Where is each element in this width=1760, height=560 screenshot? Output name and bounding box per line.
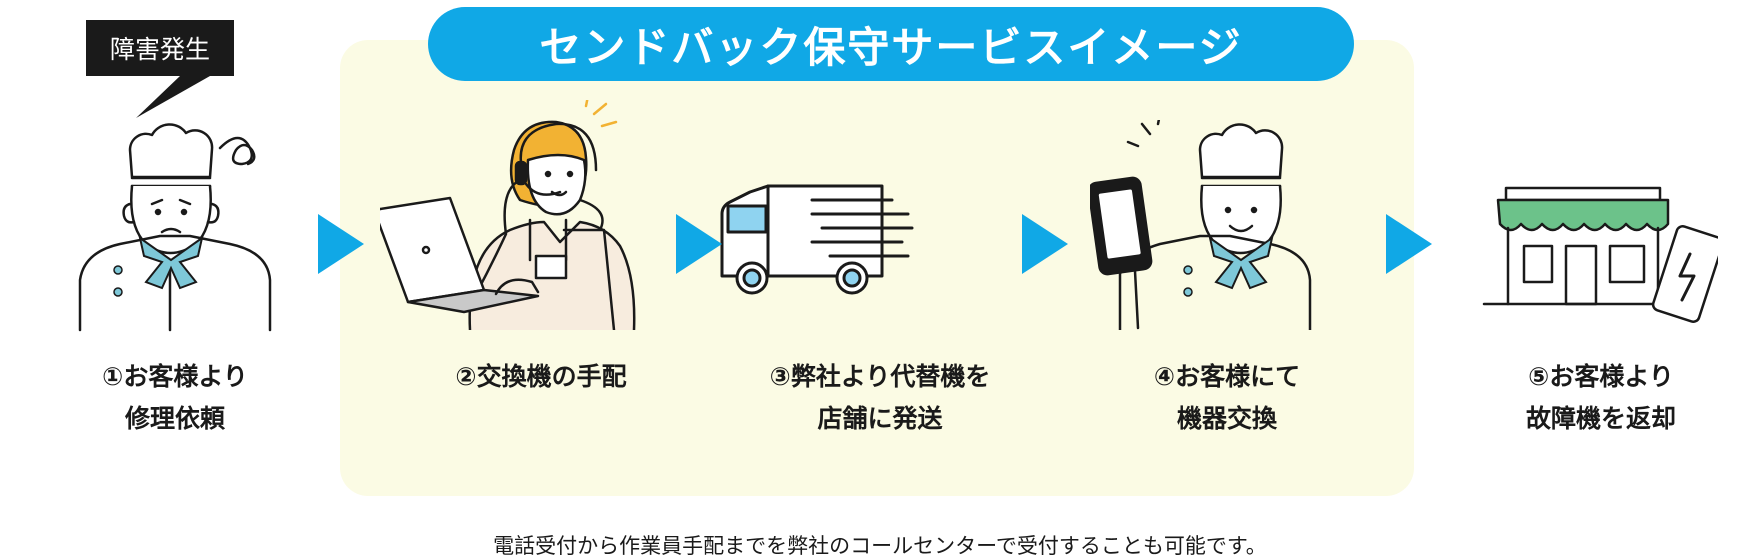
step-label-3: ③弊社より代替機を 店舗に発送 (750, 356, 1010, 440)
step-label-1-line2: 修理依頼 (124, 404, 225, 433)
diagram-title: センドバック保守サービスイメージ (428, 7, 1354, 81)
alert-label: 障害発生 (109, 35, 210, 64)
step-label-4-line2: 機器交換 (1176, 404, 1277, 433)
step-label-2-line1: ②交換機の手配 (455, 362, 627, 391)
step-label-5-line2: 故障機を返却 (1525, 404, 1676, 433)
step-label-3-line1: ③弊社より代替機を (769, 362, 991, 391)
step-label-5: ⑤お客様より 故障機を返却 (1476, 356, 1726, 440)
chef-with-tablet-icon (1090, 120, 1312, 330)
step-label-2: ②交換機の手配 (416, 356, 666, 398)
step-arrow-1 (318, 214, 364, 274)
step-label-4: ④お客様にて 機器交換 (1102, 356, 1352, 440)
step-label-1-line1: ①お客様より (102, 362, 248, 391)
footnote: 電話受付から作業員手配までを弊社のコールセンターで受付することも可能です。 (493, 534, 1267, 558)
store-return-icon (1482, 186, 1718, 323)
worried-chef-icon (78, 123, 272, 332)
delivery-truck-icon (720, 184, 914, 295)
speech-bubble (86, 20, 234, 118)
step-label-1: ①お客様より 修理依頼 (50, 356, 300, 440)
step-arrow-2 (676, 214, 722, 274)
step-arrow-4 (1386, 214, 1432, 274)
step-label-3-line2: 店舗に発送 (817, 404, 943, 433)
step-arrow-3 (1022, 214, 1068, 274)
operator-headset-icon (380, 100, 636, 330)
step-label-4-line1: ④お客様にて (1153, 362, 1301, 391)
step-label-5-line1: ⑤お客様より (1528, 362, 1674, 391)
